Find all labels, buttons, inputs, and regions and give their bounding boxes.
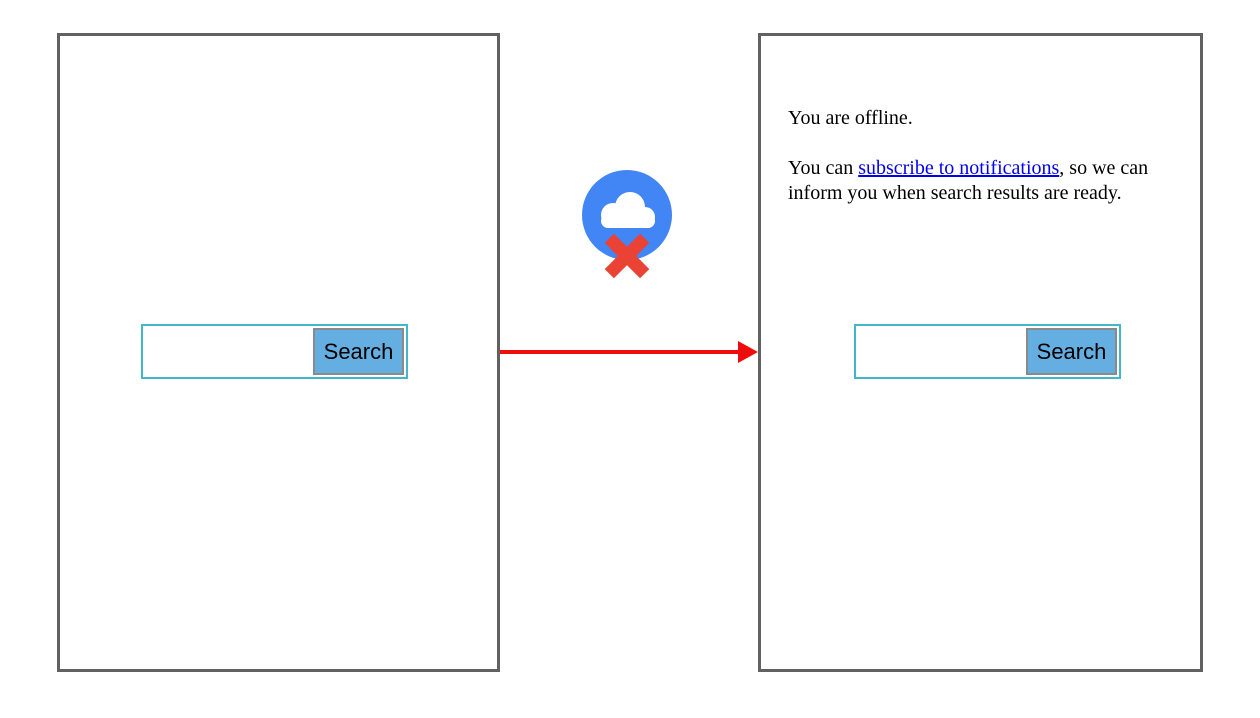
flow-arrow-head [738,341,758,363]
notify-text-prefix: You can [788,157,859,179]
search-input[interactable] [143,326,313,377]
offline-message: You are offline. You can subscribe to no… [788,106,1196,231]
offline-heading: You are offline. [788,107,913,129]
notify-text-suffix: , so we can inform you when search resul… [788,157,1149,204]
left-screen-frame: Search [57,33,500,672]
flow-arrow [500,341,758,363]
search-form: Search [141,324,408,379]
search-input[interactable] [856,326,1026,377]
right-screen-frame: You are offline. You can subscribe to no… [758,33,1203,672]
x-icon [604,233,650,279]
search-button[interactable]: Search [1026,328,1117,375]
offline-cloud-icon [582,170,672,279]
search-button[interactable]: Search [313,328,404,375]
notify-paragraph: You can subscribe to notifications, so w… [788,156,1196,206]
search-form: Search [854,324,1121,379]
subscribe-link[interactable]: subscribe to notifications [858,157,1060,179]
cloud-icon [601,192,655,228]
